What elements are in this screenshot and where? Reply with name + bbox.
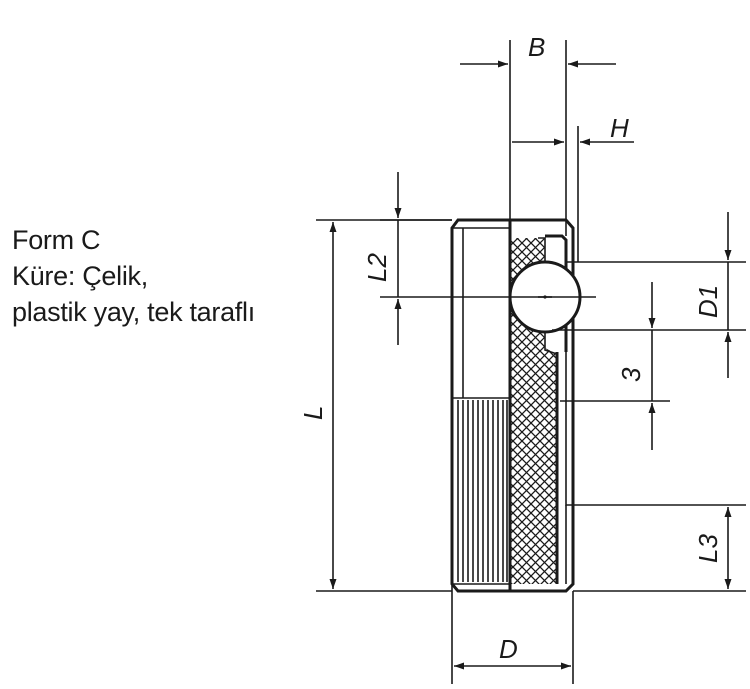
label-3: 3	[616, 367, 646, 382]
nut-body	[450, 218, 575, 593]
dim-b	[460, 40, 616, 236]
dim-l3	[573, 504, 746, 592]
label-d: D	[499, 634, 518, 664]
label-l2: L2	[362, 253, 392, 282]
dim-l	[316, 219, 452, 592]
label-d1: D1	[693, 285, 723, 318]
dim-3	[560, 282, 670, 450]
dim-d1	[552, 212, 746, 378]
caption-spring-side: plastik yay, tek taraflı	[12, 297, 255, 327]
caption-ball-material: Küre: Çelik,	[12, 261, 148, 291]
dim-h	[512, 126, 634, 262]
label-h: H	[610, 113, 629, 143]
knurled-surface	[457, 400, 508, 582]
label-l: L	[298, 406, 328, 420]
caption-form-name: Form C	[12, 225, 101, 255]
form-caption: Form C Küre: Çelik, plastik yay, tek tar…	[12, 222, 255, 330]
label-b: B	[528, 32, 545, 62]
label-l3: L3	[693, 534, 723, 563]
dim-d	[451, 584, 574, 684]
